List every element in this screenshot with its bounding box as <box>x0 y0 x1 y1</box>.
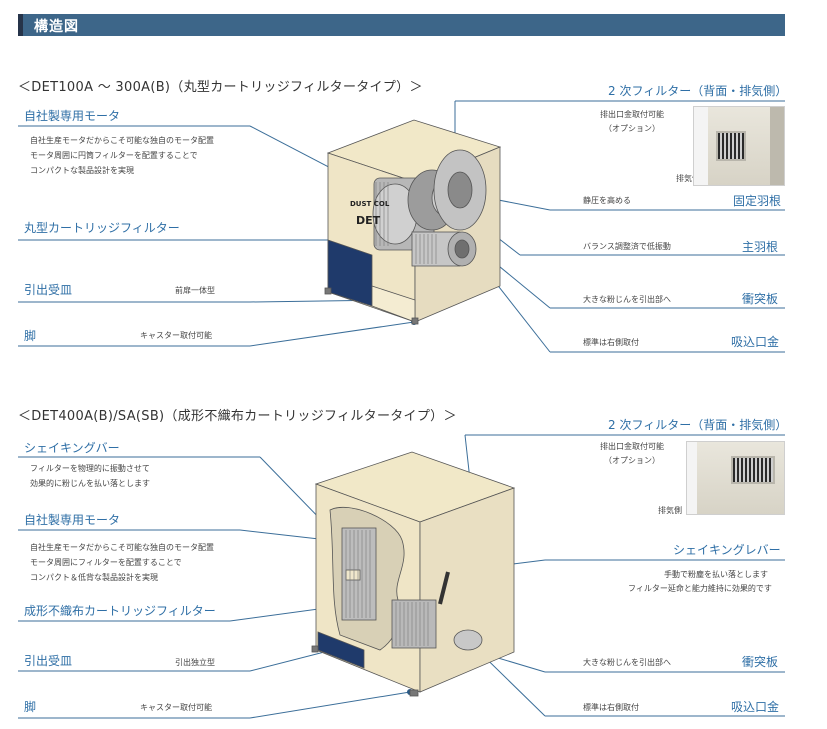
s1-fixed-blade-label: 固定羽根 <box>733 194 782 208</box>
s2-shaking-lever-desc2: フィルター延命と能力維持に効果的です <box>628 584 772 593</box>
s2-secondary-filter-label: 2 次フィルター（背面・排気側） <box>608 418 788 432</box>
s2-filter-label: 成形不織布カートリッジフィルター <box>24 604 216 618</box>
s2-secondary-filter-note: 排出口金取付可能（オプション） <box>600 442 664 465</box>
s1-leg-label: 脚 <box>24 329 37 343</box>
section-header: 構造図 <box>18 14 785 36</box>
s2-tray-note: 引出独立型 <box>175 658 215 667</box>
s2-shaking-lever-label: シェイキングレバー <box>673 543 781 557</box>
s2-motor-desc: 自社生産モータだからこそ可能な独自のモータ配置 モータ周囲にフィルターを配置する… <box>30 543 214 582</box>
s1-motor-desc: 自社生産モータだからこそ可能な独自のモータ配置 モータ周囲に円筒フィルターを配置… <box>30 136 214 175</box>
s2-machine-illustration <box>311 451 516 697</box>
s1-exhaust-photo <box>693 106 785 186</box>
s2-baffle-note: 大きな粉じんを引出部へ <box>583 658 671 667</box>
s1-leg-note: キャスター取付可能 <box>140 331 212 340</box>
s1-filter-pleats <box>375 182 437 264</box>
s1-tray-note: 前扉一体型 <box>175 286 215 295</box>
s1-machine-brand: DET <box>356 214 381 227</box>
s1-round-filter-label: 丸型カートリッジフィルター <box>24 221 180 235</box>
s2-motor-label: 自社製専用モータ <box>24 513 121 527</box>
s2-leg-note: キャスター取付可能 <box>140 703 212 712</box>
s1-baffle-note: 大きな粉じんを引出部へ <box>583 295 671 304</box>
s1-baffle-label: 衝突板 <box>742 292 779 306</box>
s2-baffle-label: 衝突板 <box>742 655 779 669</box>
s2-shaking-bar-label: シェイキングバー <box>24 441 120 455</box>
s2-inlet-note: 標準は右側取付 <box>583 703 639 712</box>
s2-leg-label: 脚 <box>24 700 37 714</box>
s1-inlet-note: 標準は右側取付 <box>583 338 639 347</box>
s1-machine-logo: DUST COL <box>350 200 390 208</box>
s2-inlet-label: 吸込口金 <box>731 700 780 714</box>
s1-main-blade-label: 主羽根 <box>742 240 779 254</box>
s2-exhaust-grille <box>731 456 775 484</box>
section1-title: ＜DET100A ～ 300A(B)（丸型カートリッジフィルタータイプ）＞ <box>18 80 423 95</box>
s1-inlet-label: 吸込口金 <box>731 335 780 349</box>
s2-shaking-lever-desc: 手動で粉塵を払い落とします <box>664 570 768 579</box>
s2-shaking-bar-desc: フィルターを物理的に振動させて 効果的に粉じんを払い落とします <box>30 464 150 488</box>
s1-fixed-blade-note: 静圧を高める <box>583 196 631 205</box>
s1-secondary-filter-note: 排出口金取付可能（オプション） <box>600 110 664 133</box>
section2-title: ＜DET400A(B)/SA(SB)（成形不織布カートリッジフィルタータイプ）＞ <box>18 409 457 424</box>
s1-secondary-filter-label: 2 次フィルター（背面・排気側） <box>608 84 788 98</box>
s2-filter-pleats <box>345 530 429 646</box>
s1-tray-label: 引出受皿 <box>24 283 73 297</box>
s1-photo-caption: 排気側 <box>676 174 700 183</box>
page-title: 構造図 <box>34 19 79 35</box>
s2-exhaust-photo <box>686 441 785 515</box>
s1-machine-illustration <box>324 119 502 325</box>
s1-exhaust-grille <box>716 131 746 161</box>
s2-photo-caption: 排気側 <box>658 506 682 515</box>
s1-motor-label: 自社製専用モータ <box>24 109 121 123</box>
s2-tray-label: 引出受皿 <box>24 654 73 668</box>
s1-main-blade-note: バランス調整済で低振動 <box>583 242 671 251</box>
header-marker <box>18 14 23 36</box>
label-underlines <box>18 100 785 719</box>
